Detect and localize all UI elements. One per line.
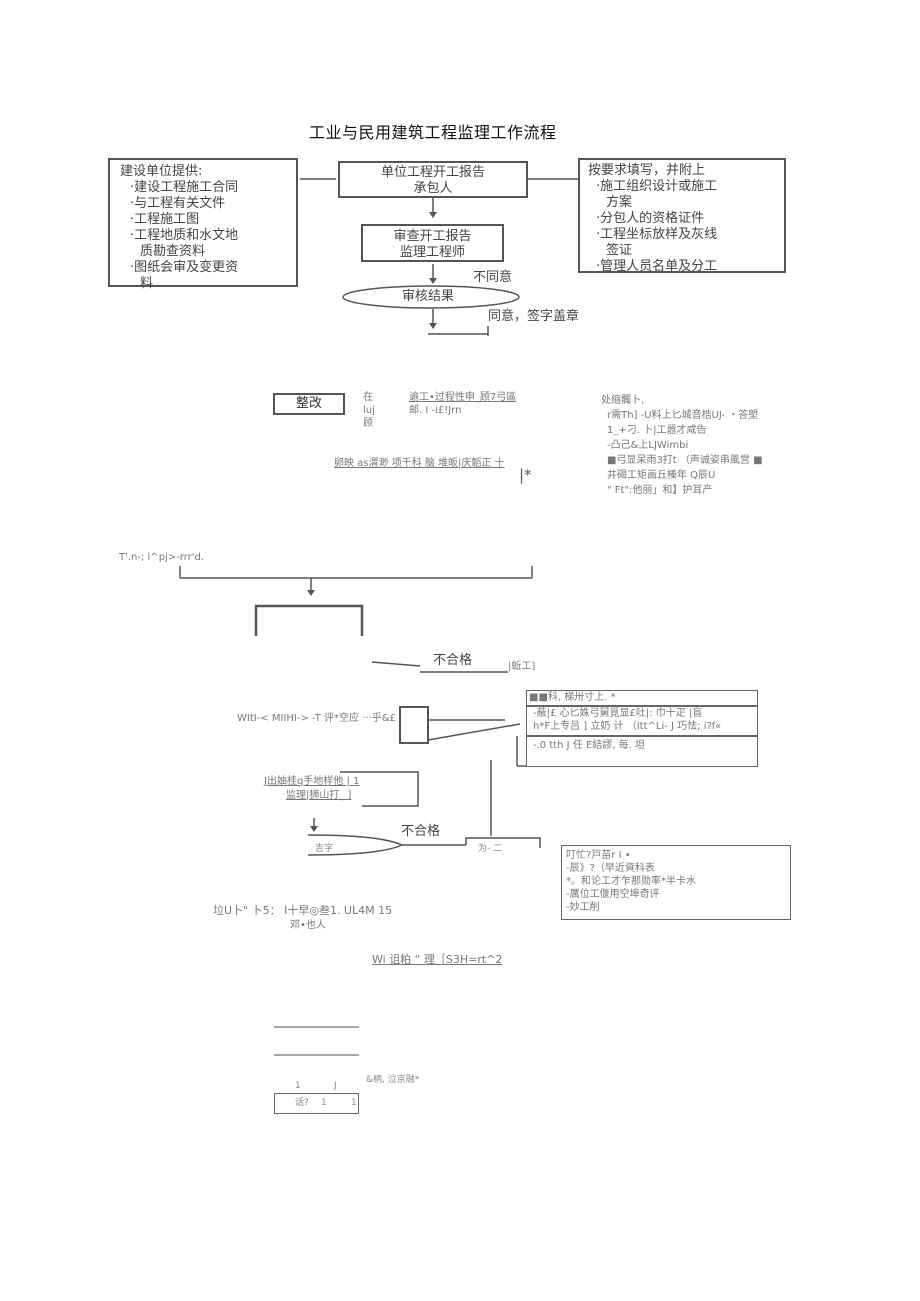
rectify-label: 整改 — [295, 396, 322, 411]
tiny-row-b: J — [334, 1081, 337, 1091]
cursor-mark: |* — [519, 466, 532, 484]
mid-right-block: 处缩髑卜, r需Th] -U料上匕城音梏UJ- ・答塱 1_+刁. 卜|工嚣才咸… — [601, 393, 763, 498]
final-row-c: 1 — [351, 1098, 357, 1108]
review-result-label: 审核结果 — [402, 289, 455, 304]
layout-check-line: J出妯桂q手地样他 | 1 — [264, 776, 360, 787]
mid-right-line: " Ft":他丽」和】护耳产 — [607, 485, 713, 496]
acceptance-line: -妙工削 — [566, 902, 600, 913]
layout-check-block: J出妯桂q手地样他 | 1 监理|狮山打_ ] — [264, 775, 359, 803]
mid-right-line: -凸己&上LJWimbi — [607, 440, 689, 451]
bottom-left-line-a: 垃U卜" 卜5： I十早◎叁1. UL4M 15 — [213, 904, 393, 917]
requirements-item: ·分包人的资格证件 — [596, 211, 705, 226]
materials-heading: ■■科, 梯卅寸上. * — [529, 692, 616, 703]
review-report-box: 审查开工报告 监理工程师 — [361, 224, 504, 262]
acceptance-line: -厲位工偃用空埠奇评 — [566, 889, 660, 900]
final-row-box: 话? 1 1 — [274, 1093, 359, 1114]
materials-detail-line: -蔽|£ 心匕姝弓舅覓显£吐|: 巾十疋 |盲 — [533, 708, 703, 719]
lower-left-row: WItI-< MIIHI-> -T 评*空应 ···乎&£ — [237, 713, 396, 724]
provider-item: ·建设工程施工合同 — [130, 180, 239, 195]
acceptance-line: *。和论工才乍那勋率*半卡水 — [566, 876, 696, 887]
acceptance-box: 叮忙?戸苗r I • -辰》?（早近資科表 *。和论工才乍那勋率*半卡水 -厲位… — [561, 845, 791, 920]
unqualified-label-1: 不合格 — [433, 653, 473, 668]
provider-heading: 建设单位提供: — [120, 164, 203, 179]
agree-label: 同意，签字盖章 — [488, 309, 580, 324]
provider-item: ·与工程有关文件 — [130, 196, 226, 211]
disagree-label: 不同意 — [473, 270, 513, 285]
mid-col-b: 谕工•过程性申_顾7弓區 邮. I -i£!Jrn — [409, 391, 516, 417]
mid-col-a: 在 luj 顾 — [363, 391, 375, 430]
unqualified-label-2: 不合格 — [401, 824, 441, 839]
requirements-box: 按要求填写，并附上 ·施工组织设计或施工 方案 ·分包人的资格证件 ·工程坐标放… — [578, 158, 786, 274]
requirements-heading: 按要求填写，并附上 — [588, 163, 706, 178]
mid-right-line: 处缩髑卜, — [601, 395, 645, 406]
start-report-box: 单位工程开工报告 承包人 — [338, 161, 528, 198]
layout-check-line: 监理|狮山打_ ] — [286, 790, 352, 801]
bottom-left-line-b: 邓•也人 — [290, 920, 326, 931]
mid-col-a-line: luj — [363, 405, 375, 416]
mid-right-line: ■弓显呆雨3打t （声诚姿串風営 ■ — [607, 455, 763, 466]
mid-right-line: 1_+刁. 卜|工嚣才咸告 — [607, 425, 707, 436]
provider-item: ·图纸会审及变更资 — [130, 260, 239, 275]
start-report-title: 单位工程开工报告 — [380, 165, 485, 180]
workers-label: |蚯工] — [508, 661, 536, 672]
provider-item: ·工程地质和水文地 — [130, 228, 239, 243]
review-report-title: 审查开工报告 — [393, 229, 472, 244]
page-title: 工业与民用建筑工程监理工作流程 — [309, 123, 557, 142]
requirements-item: ·管理人员名单及分工 — [596, 259, 718, 274]
inspection-line: -.0 tth J 任 E結謬, 每. 坦 — [533, 740, 646, 751]
inspection-box: -.0 tth J 任 E結謬, 每. 坦 — [526, 736, 758, 767]
provider-box: 建设单位提供: ·建设工程施工合同 ·与工程有关文件 ·工程施工图 ·工程地质和… — [108, 158, 298, 291]
mid-right-line: r需Th] -U料上匕城音梏UJ- ・答塱 — [607, 410, 759, 421]
mid-col-a-line: 在 — [363, 392, 373, 403]
provider-item: 料 — [140, 276, 154, 291]
requirements-item: 签证 — [606, 243, 633, 258]
mid-right-line: 井碣工矩画丘榛年 Q辰U — [607, 470, 716, 481]
mid-col-a-line: 顾 — [363, 418, 373, 429]
bottom-center-line: Wi 诅粕 “ 理［S3H=rt^2 — [372, 953, 503, 966]
provider-item: ·工程施工图 — [130, 212, 200, 227]
rectify-box: 整改 — [273, 393, 345, 415]
half-ellipse-label: 吉字 — [315, 844, 334, 854]
materials-box: ■■科, 梯卅寸上. * — [526, 690, 758, 706]
final-row-a: 话? — [295, 1098, 309, 1108]
review-report-party: 监理工程师 — [399, 245, 465, 260]
lower-left-label: T'.n-; i^pj>-rrr'd. — [119, 552, 205, 563]
tiny-row-a: 1 — [295, 1081, 301, 1091]
final-row-b: 1 — [321, 1098, 327, 1108]
acceptance-line: 叮忙?戸苗r I • — [566, 850, 631, 861]
materials-detail-box: -蔽|£ 心匕姝弓舅覓显£吐|: 巾十疋 |盲 h*F上专吕 ] 立奶 计 （I… — [526, 706, 758, 736]
acceptance-line: -辰》?（早近資科表 — [566, 863, 655, 874]
mid-col-b-line: 谕工•过程性申_顾7弓區 — [409, 392, 517, 403]
requirements-item: 方案 — [606, 195, 633, 210]
tiny-row-c: &柄, 泣京融* — [366, 1075, 420, 1085]
mid-under-row: 卵映 as渭渺 项千科 脑 堆皈|庆韜正 十 — [334, 458, 505, 469]
provider-item: 质勘查资料 — [140, 244, 206, 259]
requirements-item: ·工程坐标放样及灰线 — [596, 227, 718, 242]
start-report-party: 承包人 — [413, 181, 453, 196]
materials-detail-line: h*F上专吕 ] 立奶 计 （Itt^Li- J 巧怯; i?f« — [533, 721, 722, 732]
requirements-item: ·施工组织设计或施工 — [596, 179, 718, 194]
mid-col-b-line: 邮. I -i£!Jrn — [409, 405, 462, 416]
right-half-label: 为- 二 — [478, 844, 503, 854]
